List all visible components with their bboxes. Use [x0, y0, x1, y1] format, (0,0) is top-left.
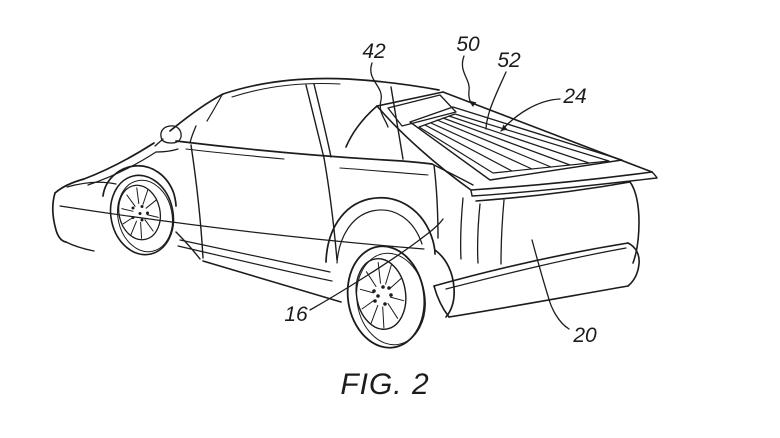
reference-labels: 42 50 52 24 16 20	[284, 33, 597, 347]
leader-50	[461, 55, 474, 107]
bed-deck	[345, 91, 658, 197]
truck-drawing	[52, 55, 658, 349]
truck-body-side	[59, 144, 425, 303]
front-wheel	[109, 174, 175, 256]
rear-bumper	[433, 242, 640, 318]
ref-label-50: 50	[456, 33, 480, 56]
front-wheel-lugs	[131, 205, 149, 222]
ref-label-42: 42	[362, 40, 386, 63]
figure-caption: FIG. 2	[340, 368, 429, 401]
ref-label-20: 20	[572, 324, 597, 347]
leader-lines	[309, 55, 570, 330]
ref-label-24: 24	[562, 85, 586, 108]
leader-arrowheads	[469, 100, 508, 131]
leader-42	[370, 62, 389, 128]
front-wheel-spokes	[121, 187, 159, 239]
ref-label-52: 52	[497, 49, 521, 72]
side-mirror	[154, 125, 182, 147]
tonneau-cover	[409, 106, 623, 181]
rear-fender	[325, 163, 474, 318]
rear-wheel	[346, 245, 426, 349]
leader-20	[531, 239, 570, 330]
leader-24	[500, 98, 561, 132]
tonneau-slats	[424, 115, 590, 172]
tailgate	[459, 181, 640, 265]
rear-wheel-lugs	[372, 285, 393, 306]
rear-wheel-spokes	[359, 262, 405, 329]
leader-52	[485, 71, 507, 130]
leader-16	[309, 218, 444, 311]
truck-cab	[169, 77, 440, 176]
ref-label-16: 16	[284, 303, 308, 326]
truck-front-end	[52, 142, 201, 260]
